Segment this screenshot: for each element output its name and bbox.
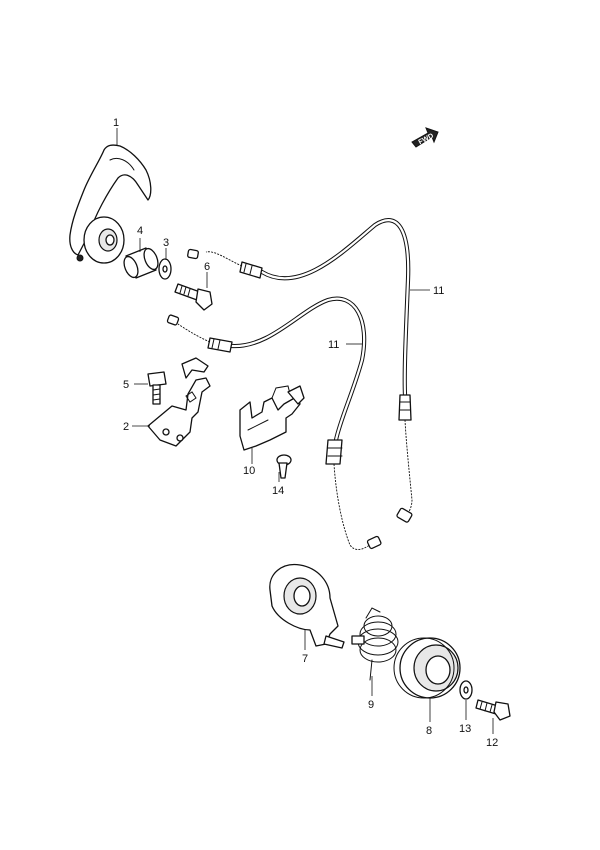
callout-6: 6 xyxy=(204,261,210,273)
part-12-bolt xyxy=(475,699,511,721)
callout-12: 12 xyxy=(486,737,498,749)
part-9-spring xyxy=(351,607,399,681)
part-14-screw xyxy=(276,454,292,479)
part-1-lever xyxy=(69,144,152,264)
fwd-arrow-icon: FWD xyxy=(411,127,439,148)
callout-13: 13 xyxy=(459,723,471,735)
part-11-lower-cable xyxy=(166,296,382,550)
part-11-upper-cable xyxy=(187,218,413,523)
part-6-bolt xyxy=(174,283,213,311)
callout-7: 7 xyxy=(302,653,308,665)
part-13-washer xyxy=(459,680,473,700)
callout-2: 2 xyxy=(123,421,129,433)
part-2-bracket xyxy=(147,357,211,447)
callout-4: 4 xyxy=(137,225,143,237)
callout-9: 9 xyxy=(368,699,374,711)
callout-10: 10 xyxy=(243,465,255,477)
callout-11-lower: 11 xyxy=(328,339,339,351)
part-8-drum xyxy=(393,637,461,699)
part-4-collar xyxy=(123,247,159,279)
callout-3: 3 xyxy=(163,237,169,249)
part-10-bracket xyxy=(239,385,305,451)
part-3-washer xyxy=(158,258,172,280)
callout-8: 8 xyxy=(426,725,432,737)
callout-5: 5 xyxy=(123,379,129,391)
callout-1: 1 xyxy=(113,117,119,129)
callout-14: 14 xyxy=(272,485,284,497)
fwd-label: FWD xyxy=(418,133,435,147)
callout-11-upper: 11 xyxy=(433,285,444,297)
leader-lines xyxy=(116,128,494,734)
part-7-cam xyxy=(269,563,345,649)
part-5-bolt xyxy=(147,371,167,405)
